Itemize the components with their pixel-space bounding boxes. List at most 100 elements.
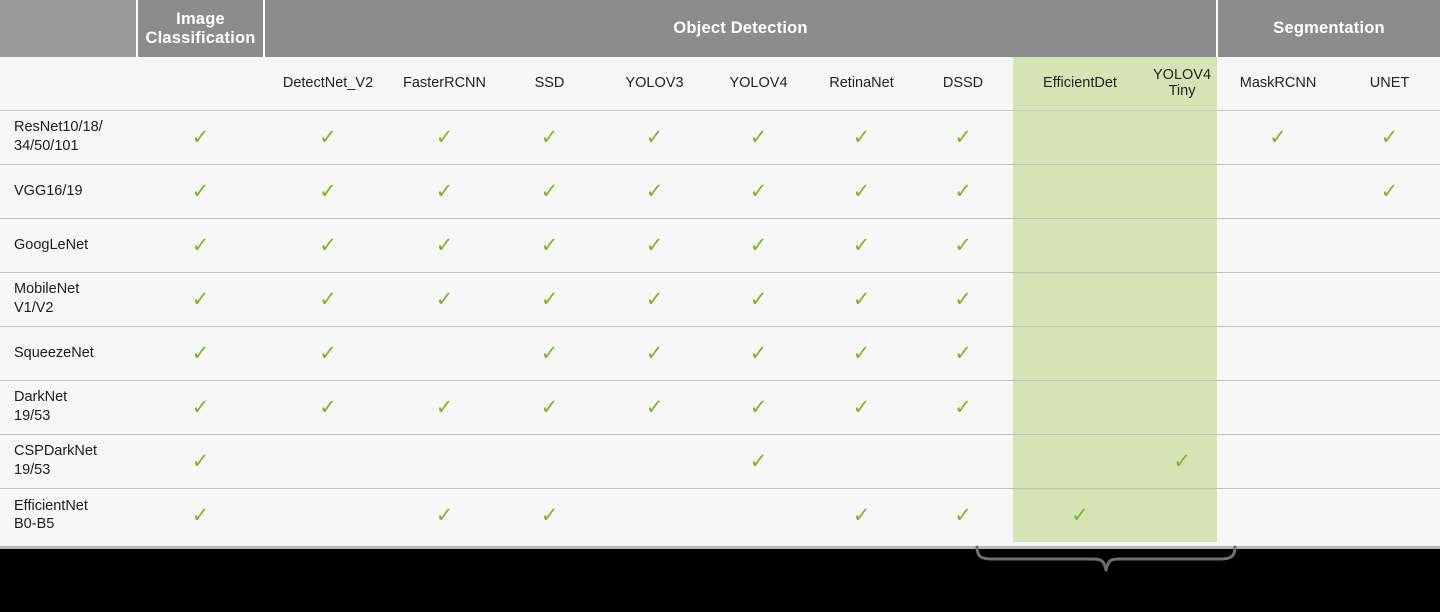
cell-checked: ✓: [810, 379, 913, 434]
matrix: Image Classification Object Detection Se…: [0, 0, 1440, 542]
cell-checked: ✓: [497, 325, 602, 380]
cell-empty: [1013, 217, 1147, 272]
check-icon: ✓: [954, 286, 972, 311]
check-icon: ✓: [1269, 124, 1287, 149]
cell-checked: ✓: [137, 487, 264, 542]
cell-checked: ✓: [602, 379, 707, 434]
highlight-brace-icon: [975, 545, 1237, 572]
cell-empty: [1217, 271, 1340, 326]
check-icon: ✓: [191, 340, 210, 365]
row-label: GoogLeNet: [0, 217, 137, 272]
check-icon: ✓: [540, 502, 559, 527]
cell-empty: [1339, 379, 1440, 434]
check-icon: ✓: [645, 340, 664, 365]
check-icon: ✓: [435, 178, 454, 203]
cell-empty: [1217, 379, 1340, 434]
check-icon: ✓: [191, 124, 210, 149]
check-icon: ✓: [319, 232, 337, 257]
group-header-blank: [0, 0, 138, 57]
column-header-detectnet-v2: DetectNet_V2: [264, 57, 392, 111]
cell-checked: ✓: [137, 379, 264, 434]
cell-checked: ✓: [707, 325, 810, 380]
cell-checked: ✓: [810, 487, 913, 542]
cell-empty: [392, 433, 497, 488]
column-header-fasterrcnn: FasterRCNN: [392, 57, 497, 111]
cell-checked: ✓: [392, 487, 497, 542]
check-icon: ✓: [191, 286, 210, 311]
cell-empty: [264, 433, 392, 488]
check-icon: ✓: [749, 448, 768, 473]
cell-empty: [1339, 325, 1440, 380]
check-icon: ✓: [645, 178, 664, 203]
cell-checked: ✓: [137, 325, 264, 380]
column-header-unet: UNET: [1339, 57, 1440, 111]
row-label: ResNet10/18/ 34/50/101: [0, 109, 137, 164]
cell-empty: [1147, 487, 1218, 542]
column-header-rowlabel: [0, 57, 137, 111]
cell-checked: ✓: [264, 109, 392, 164]
check-icon: ✓: [540, 124, 559, 149]
cell-empty: [392, 325, 497, 380]
cell-checked: ✓: [707, 217, 810, 272]
check-icon: ✓: [645, 232, 664, 257]
check-icon: ✓: [954, 394, 972, 419]
capability-matrix-table: Image Classification Object Detection Se…: [0, 0, 1440, 548]
cell-empty: [1217, 217, 1340, 272]
cell-empty: [1013, 325, 1147, 380]
check-icon: ✓: [435, 232, 454, 257]
cell-checked: ✓: [707, 433, 810, 488]
check-icon: ✓: [1380, 124, 1399, 149]
cell-checked: ✓: [392, 379, 497, 434]
cell-empty: [1339, 433, 1440, 488]
column-header-ssd: SSD: [497, 57, 602, 111]
check-icon: ✓: [191, 448, 210, 473]
cell-checked: ✓: [810, 109, 913, 164]
cell-checked: ✓: [602, 217, 707, 272]
check-icon: ✓: [954, 124, 972, 149]
cell-checked: ✓: [707, 379, 810, 434]
cell-checked: ✓: [264, 217, 392, 272]
cell-checked: ✓: [602, 271, 707, 326]
check-icon: ✓: [191, 178, 210, 203]
table-row: EfficientNet B0-B5✓✓✓✓✓✓: [0, 487, 1440, 542]
cell-empty: [1147, 109, 1218, 164]
cell-empty: [1013, 379, 1147, 434]
check-icon: ✓: [319, 286, 337, 311]
cell-empty: [1339, 487, 1440, 542]
column-header-retinanet: RetinaNet: [810, 57, 913, 111]
row-label: DarkNet 19/53: [0, 379, 137, 434]
cell-empty: [1013, 433, 1147, 488]
cell-checked: ✓: [137, 433, 264, 488]
cell-empty: [1147, 217, 1218, 272]
cell-empty: [1013, 109, 1147, 164]
check-icon: ✓: [191, 394, 210, 419]
check-icon: ✓: [191, 232, 210, 257]
cell-empty: [1147, 325, 1218, 380]
cell-checked: ✓: [497, 163, 602, 218]
row-label: CSPDarkNet 19/53: [0, 433, 137, 488]
check-icon: ✓: [749, 340, 768, 365]
check-icon: ✓: [540, 286, 559, 311]
cell-checked: ✓: [264, 379, 392, 434]
cell-checked: ✓: [392, 163, 497, 218]
cell-checked: ✓: [497, 109, 602, 164]
cell-empty: [1217, 433, 1340, 488]
cell-checked: ✓: [810, 271, 913, 326]
check-icon: ✓: [435, 502, 454, 527]
check-icon: ✓: [852, 502, 871, 527]
cell-checked: ✓: [137, 271, 264, 326]
check-icon: ✓: [319, 394, 337, 419]
check-icon: ✓: [645, 394, 664, 419]
cell-empty: [1339, 217, 1440, 272]
cell-empty: [1217, 325, 1340, 380]
cell-checked: ✓: [1217, 109, 1340, 164]
check-icon: ✓: [435, 286, 454, 311]
check-icon: ✓: [954, 178, 972, 203]
column-header-yolov4-tiny: YOLOV4 Tiny: [1147, 57, 1218, 111]
cell-checked: ✓: [497, 379, 602, 434]
group-header-object-detection: Object Detection: [264, 0, 1219, 57]
cell-empty: [1147, 271, 1218, 326]
check-icon: ✓: [1380, 178, 1399, 203]
cell-checked: ✓: [602, 163, 707, 218]
